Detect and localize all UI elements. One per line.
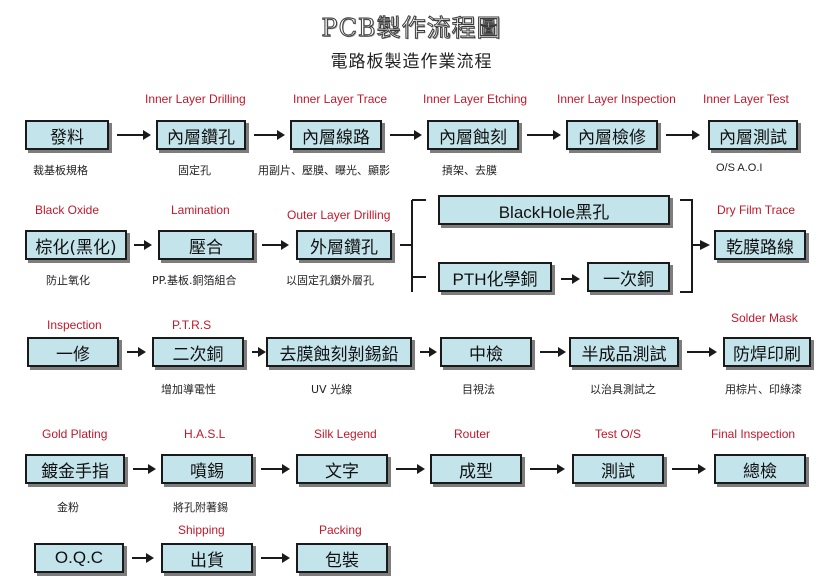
diagram-title: PCB製作流程圖 (321, 14, 502, 43)
note-inner-layer-etching: 摃架、去膜 (442, 164, 497, 177)
step-gold-finger: 鍍金手指 (25, 454, 125, 484)
note-strip-etch-tin-lead: UV 光線 (311, 383, 353, 396)
label-shipping: Shipping (178, 523, 225, 537)
step-inner-layer-trace: 內層線路 (290, 120, 382, 150)
arrow (672, 464, 706, 474)
step-lamination: 壓合 (158, 230, 254, 260)
step-strip-etch-tin-lead: 去膜蝕刻剝錫鉛 (266, 337, 412, 367)
label-inner-layer-etching: Inner Layer Etching (423, 92, 528, 106)
arrow (261, 464, 290, 474)
label-solder-mask: Solder Mask (731, 311, 798, 325)
label-silk-legend: Silk Legend (314, 427, 377, 441)
label-inspection: Inspection (47, 318, 102, 332)
label-inner-layer-test: Inner Layer Test (703, 92, 789, 106)
diagram-subtitle: 電路板製造作業流程 (330, 52, 493, 72)
step-oqc: O.Q.C (34, 543, 124, 573)
label-test-os: Test O/S (595, 427, 642, 441)
step-inner-layer-drilling: 內層鑽孔 (156, 120, 246, 150)
arrow (117, 130, 151, 140)
label-dry-film-trace: Dry Film Trace (717, 203, 795, 217)
step-silk-legend: 文字 (296, 454, 388, 484)
label-gold-plating: Gold Plating (42, 427, 108, 441)
label-inner-layer-inspection: Inner Layer Inspection (557, 92, 676, 106)
arrow (396, 464, 425, 474)
label-inner-layer-trace: Inner Layer Trace (293, 92, 388, 106)
step-inner-layer-inspection: 內層檢修 (566, 120, 658, 150)
step-inner-layer-test: 內層測試 (708, 120, 798, 150)
arrow (687, 347, 717, 357)
label-final-inspection: Final Inspection (711, 427, 796, 441)
arrow (527, 130, 561, 140)
note-solder-mask: 用棕片、印綠漆 (725, 383, 802, 396)
step-test: 測試 (572, 454, 664, 484)
arrow (132, 553, 154, 563)
step-hasl: 噴錫 (161, 454, 253, 484)
label-outer-layer-drilling: Outer Layer Drilling (287, 208, 391, 222)
label-ptrs: P.T.R.S (172, 318, 212, 332)
step-router: 成型 (430, 454, 522, 484)
step-packing: 包裝 (296, 543, 388, 573)
label-hasl: H.A.S.L (184, 427, 226, 441)
step-final-inspection: 總檢 (714, 454, 806, 484)
step-dry-film-trace: 乾膜路線 (714, 230, 806, 260)
note-lamination: PP.基板.銅箔組合 (152, 274, 237, 287)
arrow (127, 347, 146, 357)
arrow (133, 464, 156, 474)
step-second-copper: 二次銅 (152, 337, 244, 367)
label-black-oxide: Black Oxide (35, 203, 100, 217)
arrow (262, 240, 289, 250)
arrow (252, 347, 266, 357)
arrow (261, 553, 290, 563)
step-first-copper: 一次銅 (587, 262, 670, 292)
label-packing: Packing (319, 523, 362, 537)
label-router: Router (454, 427, 491, 441)
note-material-issue: 裁基板規格 (33, 164, 88, 177)
note-semi-finished-test: 以治具測試之 (590, 383, 656, 396)
arrow (134, 240, 152, 250)
note-second-copper: 增加導電性 (161, 383, 216, 396)
note-gold-finger: 金粉 (57, 501, 79, 514)
step-blackhole: BlackHole黑孔 (438, 195, 670, 225)
arrow (561, 274, 580, 284)
step-first-repair: 一修 (27, 337, 119, 367)
arrow (540, 347, 566, 357)
arrow (254, 130, 285, 140)
note-hasl: 將孔附著錫 (173, 501, 228, 514)
step-solder-mask: 防焊印刷 (723, 337, 811, 367)
step-shipping: 出貨 (161, 543, 253, 573)
step-pth-chemical-copper: PTH化學銅 (438, 262, 552, 292)
step-material-issue: 發料 (25, 120, 109, 150)
arrow (666, 130, 700, 140)
note-black-oxide: 防止氧化 (46, 274, 90, 287)
arrow (530, 464, 565, 474)
note-inner-layer-drilling: 固定孔 (178, 164, 211, 177)
label-inner-layer-drilling: Inner Layer Drilling (145, 92, 246, 106)
arrow (420, 347, 437, 357)
step-black-oxide: 棕化(黑化) (25, 230, 127, 260)
note-inner-layer-trace: 用副片、壓膜、曝光、顯影 (258, 164, 390, 177)
step-semi-finished-test: 半成品測試 (569, 337, 679, 367)
note-outer-layer-drilling: 以固定孔鑽外層孔 (286, 274, 374, 287)
note-inner-layer-test: O/S A.O.I (716, 162, 763, 174)
note-mid-inspection: 目視法 (462, 383, 495, 396)
step-outer-layer-drilling: 外層鑽孔 (296, 230, 392, 260)
label-lamination: Lamination (171, 203, 230, 217)
arrow (390, 130, 422, 140)
step-inner-layer-etching: 內層蝕刻 (427, 120, 519, 150)
step-mid-inspection: 中檢 (440, 337, 532, 367)
